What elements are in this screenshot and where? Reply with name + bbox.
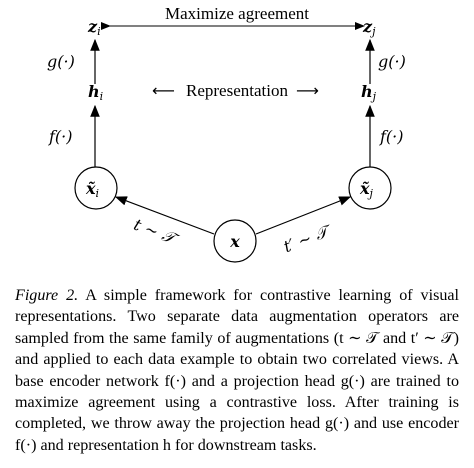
- augment-arrow-right: [255, 196, 352, 235]
- x-tilde-i-label: x̃i: [85, 179, 99, 200]
- x-tilde-j-label: x̃j: [359, 179, 374, 200]
- maximize-agreement-label: Maximize agreement: [165, 4, 309, 23]
- x-tilde-j-node: [348, 166, 392, 210]
- caption-text: A simple framework for contrastive learn…: [15, 287, 459, 454]
- x-label: x: [229, 232, 240, 251]
- t-label: t ∼ 𝒯: [131, 215, 182, 250]
- augment-arrow-left: [114, 196, 215, 235]
- t-prime-label: t′ ∼ 𝒯: [281, 220, 335, 256]
- representation-arrow-left: ⟵: [152, 81, 175, 100]
- g-label-right: g(·): [378, 52, 406, 71]
- z-j-label: zj: [362, 17, 376, 38]
- f-label-left: f(·): [48, 127, 73, 146]
- representation-arrow-right: ⟶: [296, 81, 319, 100]
- z-i-label: zi: [87, 17, 101, 38]
- h-i-label: hi: [88, 82, 103, 103]
- caption-label: Figure 2.: [15, 287, 79, 304]
- figure-caption: Figure 2. A simple framework for contras…: [15, 285, 459, 456]
- f-label-right: f(·): [379, 127, 404, 146]
- g-label-left: g(·): [47, 52, 75, 71]
- x-node: [213, 219, 257, 263]
- representation-label: Representation: [186, 81, 288, 100]
- h-j-label: hj: [361, 82, 377, 103]
- simclr-diagram: Maximize agreement zi zj g(·) g(·) hi hj…: [47, 4, 406, 263]
- x-tilde-i-node: [74, 166, 118, 210]
